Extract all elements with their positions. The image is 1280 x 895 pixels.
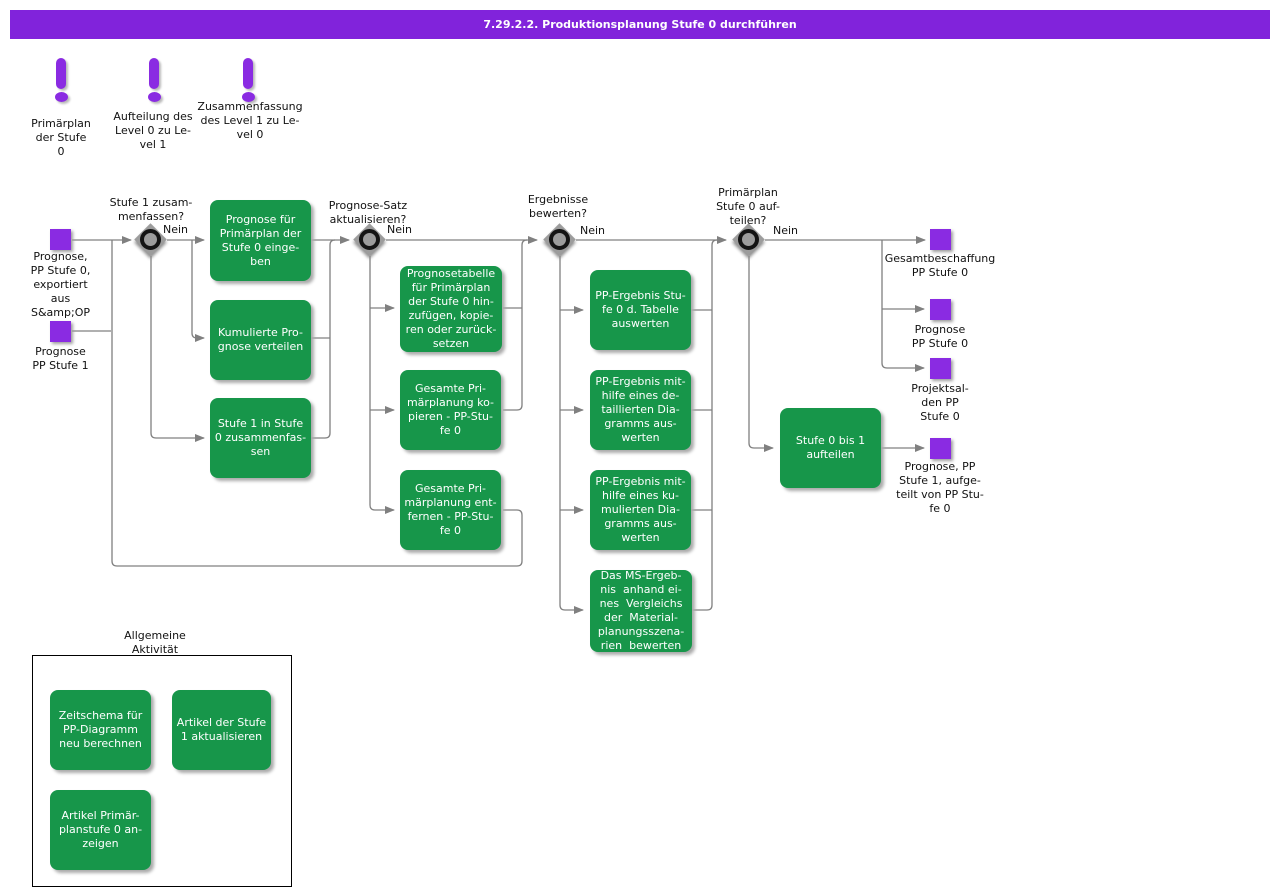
milestone-label: Aufteilung des Level 0 zu Le- vel 1	[113, 110, 193, 151]
start-event-label: Prognose, PP Stufe 0, exportiert aus S&a…	[30, 250, 91, 319]
end-event-label: Projektsal- den PP Stufe 0	[911, 382, 969, 423]
decision-label: Primärplan Stufe 0 auf- teilen?	[716, 186, 780, 227]
task-box[interactable]: Prognosetabelle für Primärplan der Stufe…	[400, 266, 502, 352]
task-box[interactable]: Artikel Primär- planstufe 0 an- zeigen	[50, 790, 151, 870]
exclamation-dot-icon	[55, 92, 68, 102]
decision-ring-icon	[140, 229, 161, 250]
task-box[interactable]: Das MS-Ergeb- nis anhand ei- nes Verglei…	[590, 569, 692, 652]
exclamation-icon	[243, 58, 253, 89]
page-title: 7.29.2.2. Produktionsplanung Stufe 0 dur…	[483, 18, 797, 31]
task-box[interactable]: PP-Ergebnis Stu- fe 0 d. Tabelle auswert…	[590, 270, 691, 350]
end-event-square[interactable]	[930, 229, 951, 250]
task-box[interactable]: Stufe 0 bis 1 aufteilen	[780, 408, 881, 488]
decision-label: Prognose-Satz aktualisieren?	[328, 199, 408, 226]
start-event-square[interactable]	[50, 321, 71, 342]
end-event-square[interactable]	[930, 299, 951, 320]
decision-label: Ergebnisse bewerten?	[527, 193, 589, 220]
branch-label: Nein	[773, 224, 799, 237]
task-box[interactable]: Kumulierte Pro- gnose verteilen	[210, 300, 311, 380]
exclamation-dot-icon	[148, 92, 161, 102]
task-box[interactable]: Prognose für Primärplan der Stufe 0 eing…	[210, 200, 311, 281]
end-event-square[interactable]	[930, 438, 951, 459]
task-box[interactable]: Gesamte Pri- märplanung ent- fernen - PP…	[400, 470, 501, 550]
end-event-label: Prognose PP Stufe 0	[911, 323, 969, 350]
exclamation-dot-icon	[242, 92, 255, 102]
general-activity-label: Allgemeine Aktivität	[124, 629, 186, 656]
task-box[interactable]: Gesamte Pri- märplanung ko- pieren - PP-…	[400, 370, 501, 450]
exclamation-icon	[149, 58, 159, 89]
task-box[interactable]: Artikel der Stufe 1 aktualisieren	[172, 690, 271, 770]
task-box[interactable]: PP-Ergebnis mit- hilfe eines de- taillie…	[590, 370, 691, 450]
exclamation-icon	[56, 58, 66, 89]
start-event-label: Prognose PP Stufe 1	[32, 345, 89, 372]
end-event-label: Prognose, PP Stufe 1, aufge- teilt von P…	[896, 460, 984, 515]
milestone-label: Primärplan der Stufe 0	[31, 117, 91, 158]
end-event-square[interactable]	[930, 358, 951, 379]
task-box[interactable]: Stufe 1 in Stufe 0 zusammenfas- sen	[210, 398, 311, 478]
decision-ring-icon	[738, 229, 759, 250]
end-event-label: Gesamtbeschaffung PP Stufe 0	[884, 252, 996, 279]
decision-ring-icon	[549, 229, 570, 250]
branch-label: Nein	[163, 223, 189, 236]
task-box[interactable]: PP-Ergebnis mit- hilfe eines ku- muliert…	[590, 470, 691, 550]
task-box[interactable]: Zeitschema für PP-Diagramm neu berechnen	[50, 690, 151, 770]
decision-label: Stufe 1 zusam- menfassen?	[109, 196, 193, 223]
milestone-label: Zusammenfassung des Level 1 zu Le- vel 0	[197, 100, 303, 141]
decision-ring-icon	[359, 229, 380, 250]
start-event-square[interactable]	[50, 229, 71, 250]
branch-label: Nein	[580, 224, 606, 237]
diagram-title-bar: 7.29.2.2. Produktionsplanung Stufe 0 dur…	[10, 10, 1270, 39]
branch-label: Nein	[387, 223, 413, 236]
